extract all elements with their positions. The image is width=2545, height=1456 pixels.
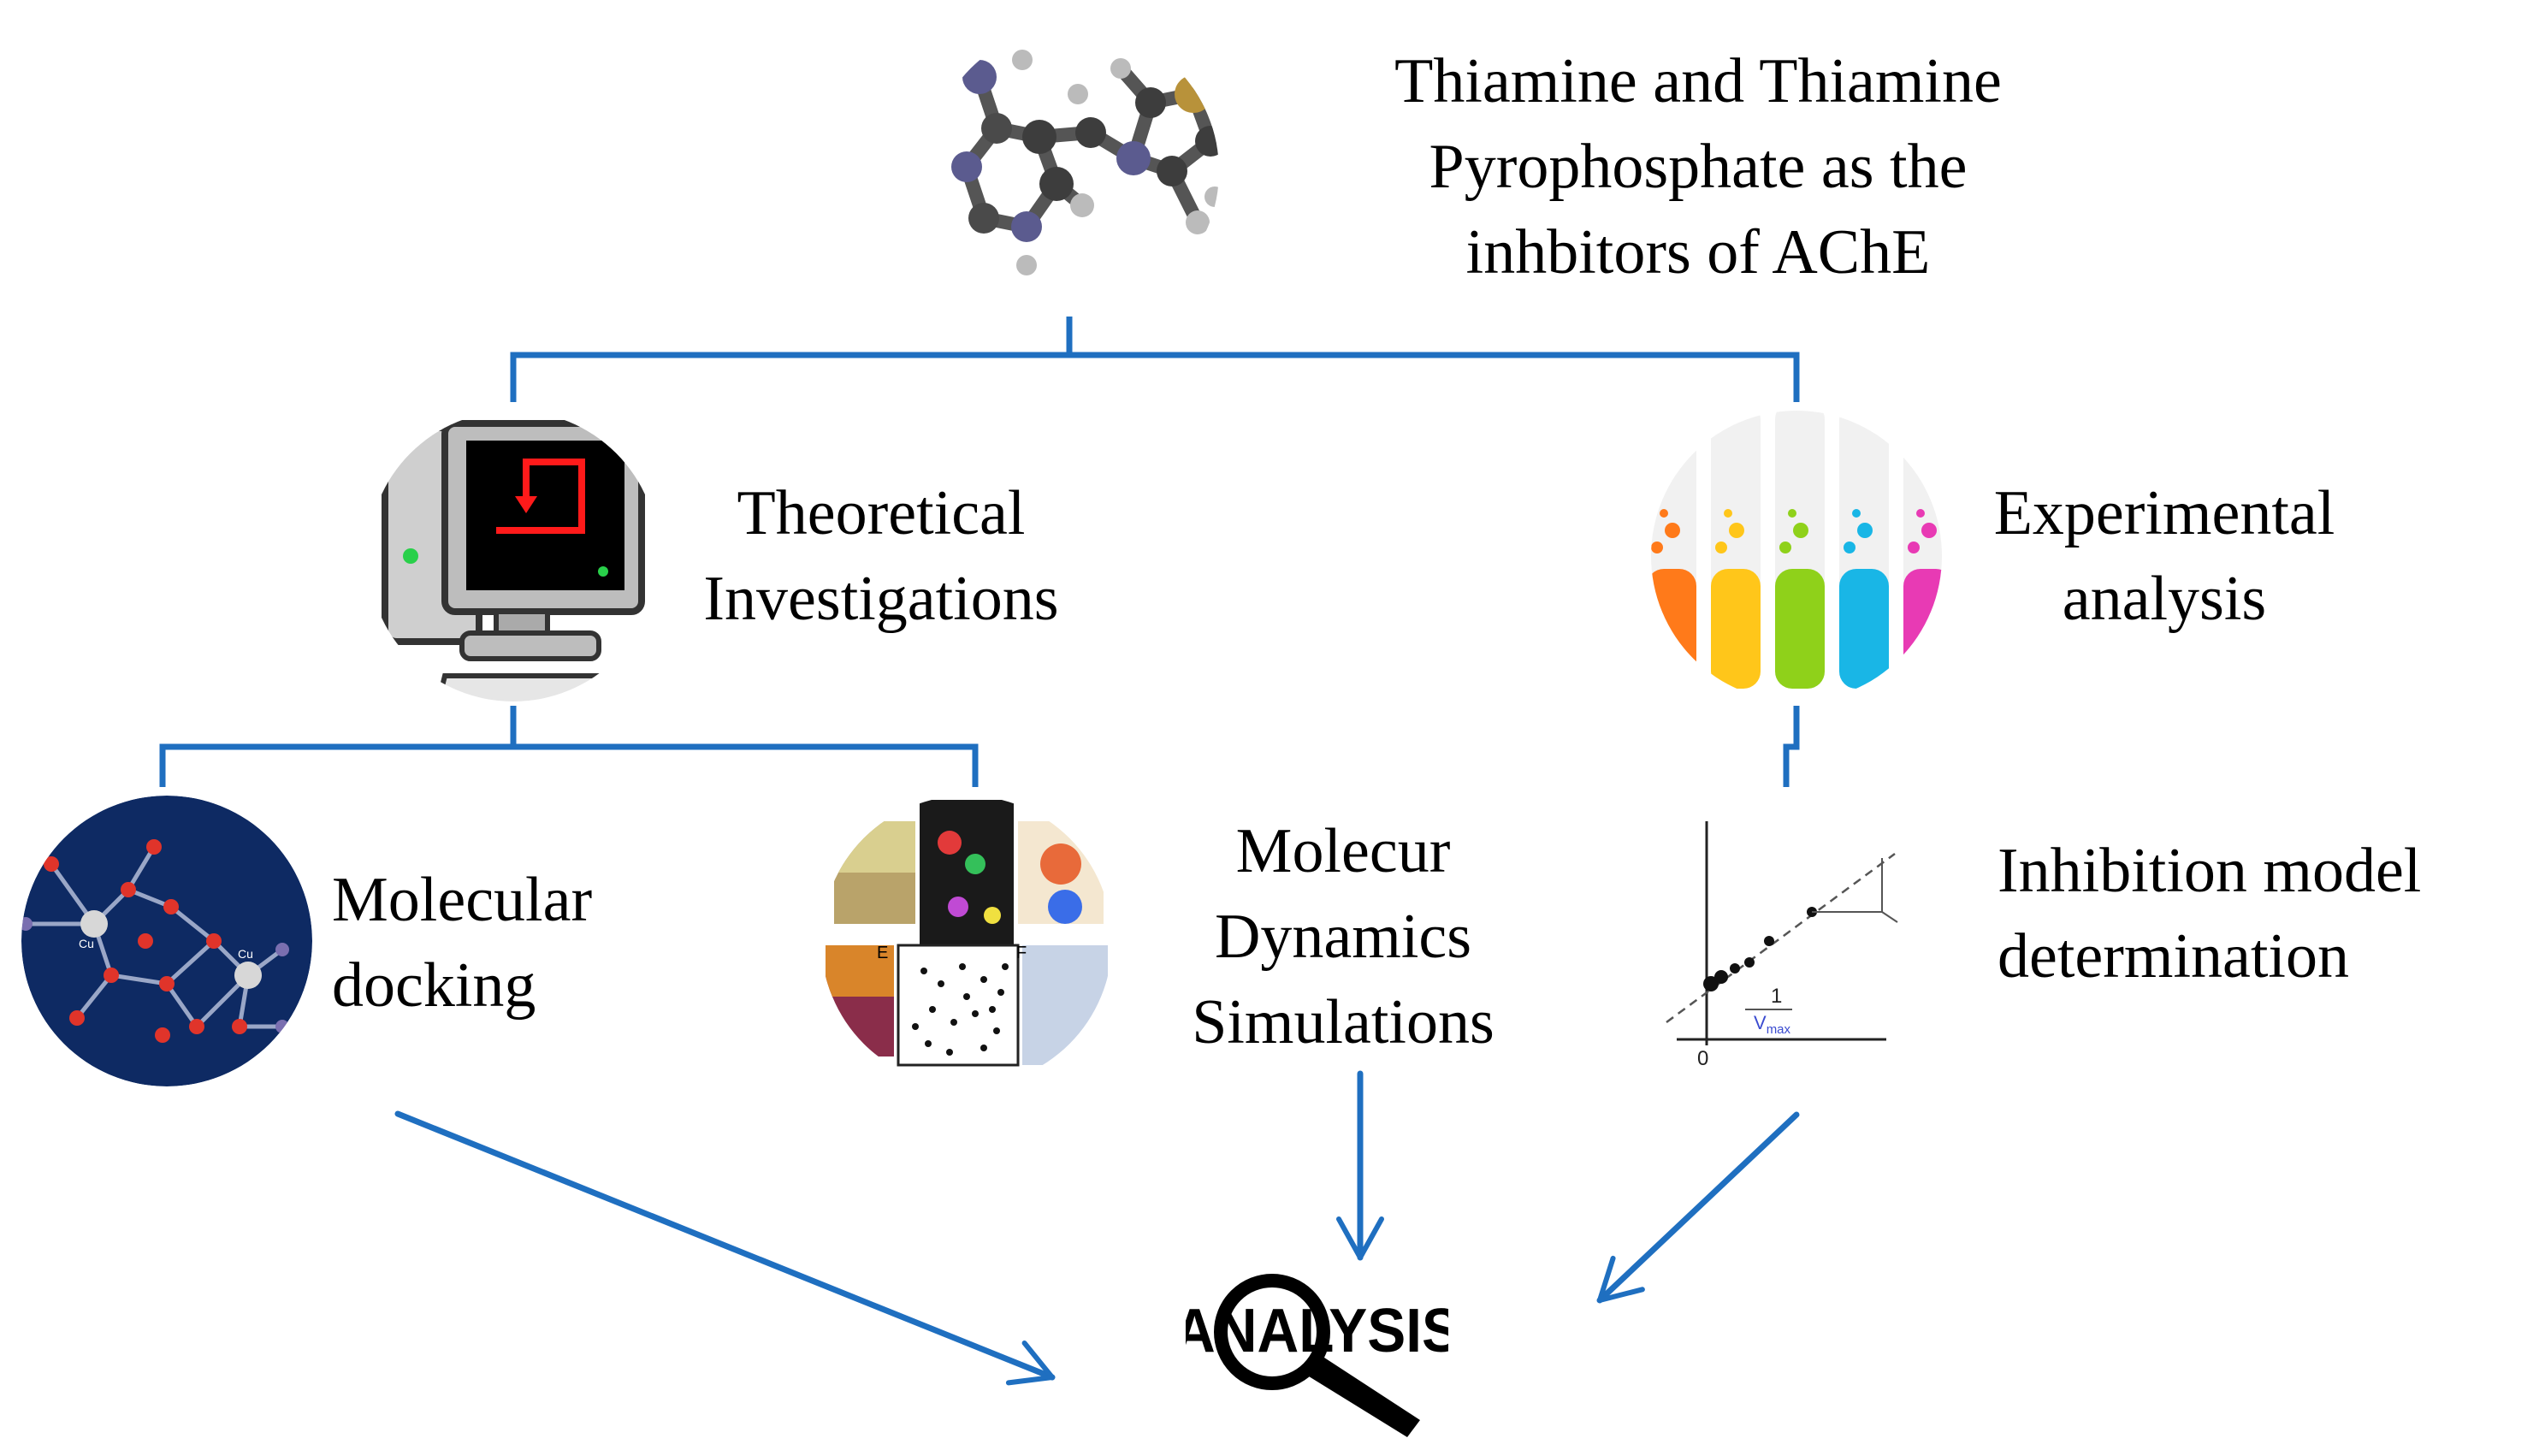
theoretical-line-2: Investigations <box>703 564 1059 634</box>
md-scatter-point <box>920 968 927 974</box>
plot-vmax-label: Vmax <box>1754 1012 1791 1037</box>
plot-vmax-subscript: max <box>1767 1022 1791 1037</box>
docking-line-2: docking <box>332 950 536 1021</box>
md-scatter-point <box>980 1045 987 1051</box>
test-tube-bubble <box>1793 523 1808 538</box>
test-tube-liquid <box>1839 569 1889 689</box>
title-line-2: Pyrophosphate as the <box>1429 132 1968 202</box>
plot-vmax-letter: V <box>1754 1012 1767 1033</box>
test-tube-bubble <box>1788 509 1796 518</box>
test-tube-bubble <box>1729 523 1744 538</box>
md-scatter-point <box>993 1027 1000 1034</box>
connector-experimental-down <box>1783 706 1800 787</box>
plot-slope-label: 1 <box>1771 985 1782 1008</box>
title-line-3: inhbitors of AChE <box>1465 217 1931 287</box>
md-scatter-point <box>912 1023 919 1030</box>
md-scatter-point <box>938 980 944 987</box>
md-panel-e-label: E <box>877 944 888 962</box>
md-scatter-point <box>963 993 970 1000</box>
test-tube-bubble <box>1916 509 1925 518</box>
docking-label: Molecular docking <box>332 857 691 1028</box>
test-tube-bubble <box>1908 542 1920 553</box>
title-line-1: Thiamine and Thiamine <box>1394 46 2002 116</box>
md-line-3: Simulations <box>1192 987 1494 1057</box>
md-scatter-point <box>980 976 987 983</box>
test-tubes-image <box>1651 411 1942 701</box>
md-line-1: Molecur <box>1235 816 1451 886</box>
test-tube-bubble <box>1857 523 1873 538</box>
thiamine-molecule-image <box>928 26 1219 317</box>
plot-origin-label: 0 <box>1697 1047 1708 1070</box>
computer-image <box>368 411 659 701</box>
test-tube-bubble <box>1651 542 1663 553</box>
docking-line-1: Molecular <box>332 865 593 935</box>
theoretical-line-1: Theoretical <box>737 478 1026 548</box>
docking-atom-label-1: Cu <box>79 937 94 950</box>
test-tube-liquid <box>1775 569 1825 689</box>
md-scatter-point <box>997 989 1004 996</box>
md-panel-f-label: F <box>1016 944 1027 962</box>
md-scatter-point <box>989 1006 996 1013</box>
analysis-logo: ANALYSIS <box>1174 1274 1460 1437</box>
diagram-title: Thiamine and Thiamine Pyrophosphate as t… <box>1266 38 2130 295</box>
test-tube-bubble <box>1665 523 1680 538</box>
connector-top-bar <box>510 352 1800 402</box>
test-tube-liquid <box>1711 569 1761 689</box>
connector-lines <box>159 317 1800 787</box>
arrows <box>394 1070 1800 1386</box>
test-tube-bubble <box>1779 542 1791 553</box>
inhibition-label: Inhibition model determination <box>1998 828 2536 999</box>
test-tube-bubble <box>1921 523 1937 538</box>
md-scatter-point <box>972 1010 979 1017</box>
theoretical-label: Theoretical Investigations <box>650 471 1112 642</box>
md-scatter-point <box>959 963 966 970</box>
md-scatter-point <box>929 1006 936 1013</box>
inhibition-plot-image: 1 Vmax 0 <box>1666 821 1898 1070</box>
md-line-2: Dynamics <box>1214 902 1472 972</box>
test-tube-liquid <box>1651 569 1696 689</box>
test-tube-bubble <box>1660 509 1668 518</box>
test-tube-bubble <box>1724 509 1732 518</box>
inhibition-line-1: Inhibition model <box>1998 836 2422 906</box>
md-simulation-collage-image: E F <box>821 796 1112 1086</box>
inhibition-line-2: determination <box>1998 921 2349 991</box>
md-scatter-point <box>950 1019 957 1026</box>
test-tube-bubble <box>1844 542 1855 553</box>
md-scatter-point <box>1002 963 1009 970</box>
md-scatter-point <box>946 1049 953 1056</box>
md-label: Molecur Dynamics Simulations <box>1129 808 1557 1065</box>
test-tube-bubble <box>1715 542 1727 553</box>
experimental-label: Experimental analysis <box>1942 471 2387 642</box>
docking-atom-label-2: Cu <box>238 947 253 961</box>
test-tube-bubble <box>1852 509 1861 518</box>
arrow-inhibition-to-analysis <box>1596 1111 1800 1304</box>
experimental-line-2: analysis <box>2062 564 2267 634</box>
experimental-line-1: Experimental <box>1993 478 2335 548</box>
molecular-docking-image: Cu Cu <box>21 796 312 1086</box>
md-scatter-point <box>925 1040 932 1047</box>
arrow-docking-to-analysis <box>394 1110 1056 1386</box>
connector-theoretical-bar <box>159 743 979 787</box>
